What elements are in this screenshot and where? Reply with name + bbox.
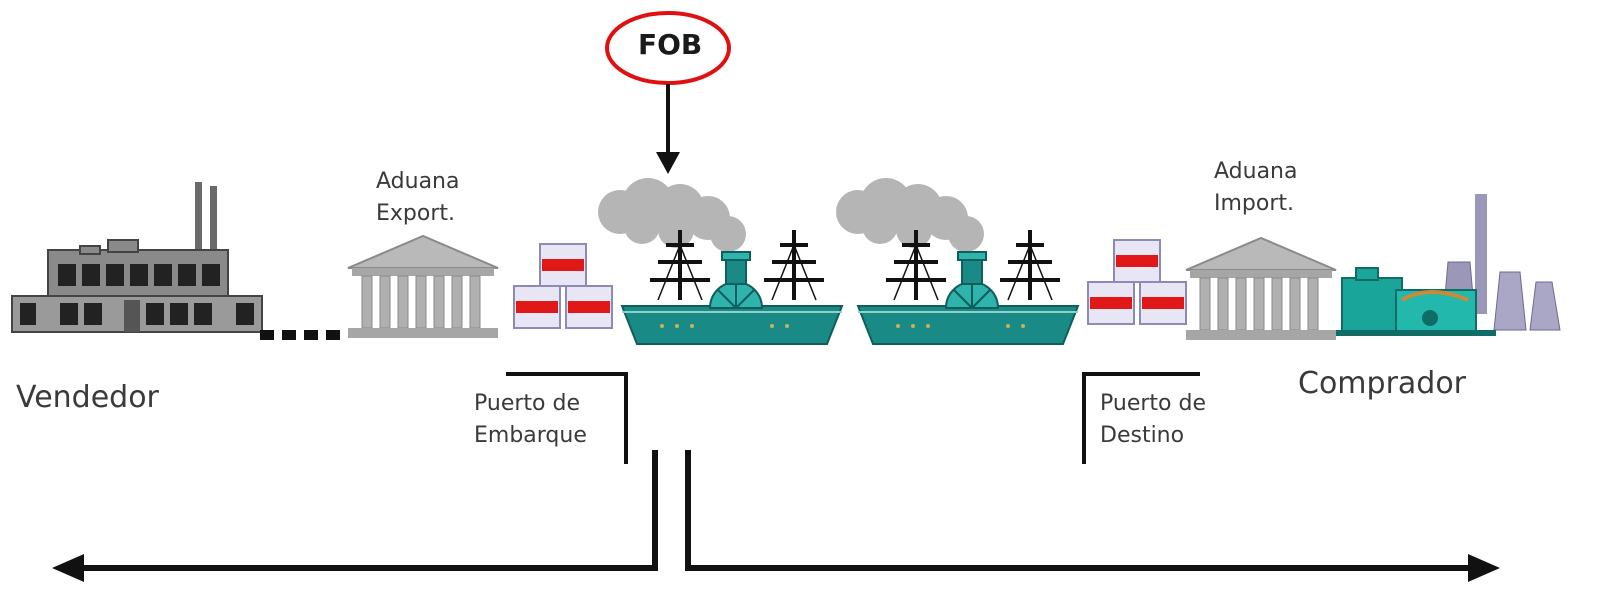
seller-label: Vendedor	[16, 380, 159, 415]
dotted-connector	[260, 330, 340, 340]
fob-callout	[605, 11, 731, 174]
fob-label: FOB	[638, 28, 703, 61]
port-origin-label: Puerto de Embarque	[474, 388, 587, 452]
buyer-label: Comprador	[1298, 366, 1467, 401]
customs-import-label: Aduana Import.	[1214, 156, 1297, 220]
fob-ring	[605, 11, 731, 85]
factory-icon	[11, 182, 263, 333]
destination-containers-icon	[1087, 239, 1187, 325]
port-origin-line1: Puerto de	[474, 391, 580, 416]
seller-responsibility-arrow	[52, 450, 658, 582]
customs-export-label: Aduana Export.	[376, 166, 459, 230]
port-origin-bracket	[506, 372, 628, 464]
customs-import-line2: Import.	[1214, 191, 1295, 216]
customs-export-line2: Export.	[376, 201, 456, 226]
port-origin-line2: Embarque	[474, 423, 587, 448]
origin-containers-icon	[513, 243, 613, 329]
port-destination-label: Puerto de Destino	[1100, 388, 1206, 452]
customs-export-building-icon	[347, 235, 499, 339]
buyer-responsibility-arrow	[685, 450, 1500, 582]
customs-import-building-icon	[1185, 237, 1337, 341]
smoke-cloud-icon	[598, 178, 746, 252]
customs-import-line1: Aduana	[1214, 159, 1298, 184]
port-destination-bracket	[1082, 372, 1200, 464]
port-destination-line2: Destino	[1100, 423, 1185, 448]
port-destination-line1: Puerto de	[1100, 391, 1206, 416]
smoke-cloud-icon	[836, 178, 984, 252]
customs-export-line1: Aduana	[376, 169, 460, 194]
power-plant-icon	[1336, 194, 1561, 336]
